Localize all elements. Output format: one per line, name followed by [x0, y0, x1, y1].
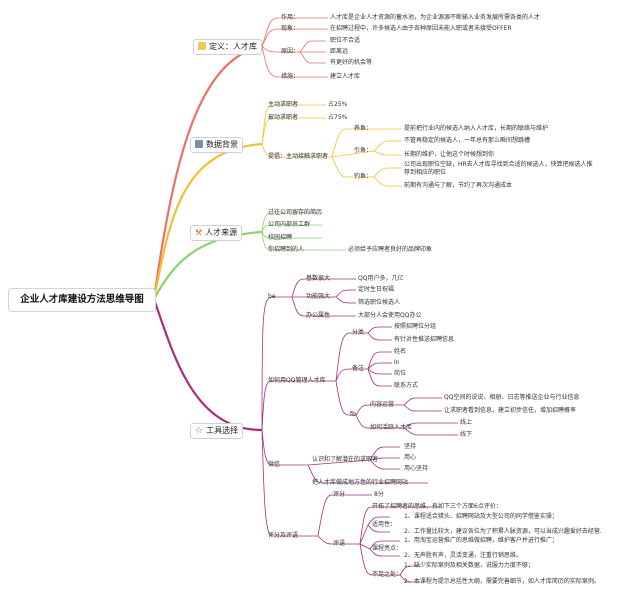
be-base-text: QQ用户多，几亿 — [358, 275, 404, 282]
wechat-know-item: 坚持 — [404, 443, 417, 450]
qq-remark-item: 岗位 — [394, 370, 407, 377]
fish-lure-label: 引鱼： — [354, 147, 373, 154]
source-sub-lines — [261, 212, 346, 251]
branch-tools: ☆工具选择 — [190, 423, 244, 439]
branch-tools-label: 工具选择 — [206, 426, 239, 435]
comment-intro: 开拓了招聘者的思维，有如下三个方面6点评价： — [372, 503, 502, 510]
branch-definition-label: 定义：人才库 — [209, 42, 257, 51]
definition-sub-lines — [261, 17, 328, 78]
note-icon — [198, 42, 206, 50]
shortcomings-label: 不足之处： — [372, 571, 403, 578]
highlights-label: 课程亮点： — [372, 545, 403, 552]
comment-label: 评语 — [333, 540, 346, 547]
be-function-2: 筛选职位候选人 — [358, 299, 401, 306]
branch-data-label: 数据背景 — [206, 140, 238, 149]
branch-line-tools — [152, 298, 263, 432]
qq-remark-label: 备注 — [352, 365, 365, 372]
branch-talent-source: ⚒人才来源 — [190, 225, 243, 241]
wechat-site-text: 把人才库做成地方性的行业招聘网站 — [312, 479, 409, 486]
qq-remark-item: In — [394, 359, 400, 366]
review-label: 评分及评语 — [268, 532, 299, 539]
fishing-1: 公司出现职位空缺，HR去人才库寻找到合适的候选人，快算把候选人推荐到相应的职位 — [404, 161, 593, 176]
active-seekers: 主动求职者 — [268, 101, 299, 108]
passive-seekers: 被动求职者 — [268, 114, 299, 121]
activate-offline: 线下 — [460, 431, 473, 438]
be-function-label: 功能强大 — [306, 293, 331, 300]
tool-be: be — [268, 293, 276, 300]
score-label: 评分 — [333, 491, 346, 498]
tools-sub-lines — [261, 278, 458, 583]
def-measure-text: 建立人才库 — [330, 73, 361, 80]
def-reason-label: 原因： — [281, 48, 300, 55]
source-item: 校园招聘 — [268, 234, 293, 241]
be-function-1: 定时生日祝福 — [358, 286, 395, 293]
branch-line-source — [153, 230, 263, 300]
data-sub-lines — [261, 104, 402, 187]
content-ops-1: QQ空间的说说、相册、日志等推送企业与行业信息 — [444, 394, 580, 401]
qq-category-2: 有针对性推送招聘信息 — [394, 336, 455, 343]
highlights-1: 1、用淘宝运营推广的思维做招聘，维护客户并进行推广； — [404, 537, 558, 544]
be-office-label: 办公属性 — [306, 312, 331, 319]
branch-source-label: 人才来源 — [205, 228, 238, 237]
source-item: 你招聘到的人 — [268, 246, 305, 253]
def-reason-3: 有更好的机会等 — [330, 59, 373, 66]
shortcomings-1: 1、缺少实际案例及相关数据，说服力力度不够； — [404, 562, 534, 569]
fish-raise-label: 养鱼： — [354, 125, 373, 132]
fishing-2: 前期有沟通与了解，节约了再次沟通成本 — [404, 182, 513, 189]
wechat-know-label: 认识和了解潜在的求职者 — [312, 456, 379, 463]
def-phenomenon-text: 在招聘过程中，许多候选人由于各种原因未能入职或者未接受OFFER — [330, 25, 512, 32]
qq-fb-label: fb — [350, 411, 356, 418]
be-office-text: 大部分人会使用QQ办公 — [358, 312, 422, 319]
source-item: 过往公司留存的简历 — [268, 209, 323, 216]
applicability-1: 1、课程适合猎头、招聘网站及大型公司的同学借鉴实操； — [404, 513, 558, 520]
activate-online: 线上 — [460, 419, 473, 426]
branch-definition: 定义：人才库 — [193, 39, 262, 55]
be-base-label: 基数很大 — [306, 275, 331, 282]
shortcomings-2: 2、本课程为提示总括性大纲，需要完善细节，如人才库简历的实际案例。 — [404, 578, 600, 585]
def-reason-2: 距离远 — [330, 48, 349, 55]
qq-remark-item: 姓名 — [394, 348, 407, 355]
star-icon: ☆ — [195, 426, 204, 436]
tools-icon: ⚒ — [195, 228, 203, 237]
branch-line-data — [152, 142, 263, 300]
passive-seekers-pct: 占75% — [328, 114, 348, 121]
qq-remark-item: 联系方式 — [394, 382, 419, 389]
qq-category-label: 分类 — [352, 329, 365, 336]
source-note: 必须给予应聘者良好的品牌印象 — [348, 246, 433, 253]
wechat-know-item: 用心 — [404, 454, 417, 461]
applicability-2: 2、工作量比较大，建议各位为了积累人脉资源，可以当成兴趣爱好去经营. — [404, 528, 602, 535]
def-role-label: 作用： — [281, 14, 300, 21]
active-seekers-pct: 占25% — [328, 101, 348, 108]
fish-raise-text: 提前把行业内的候选人纳入人才库，长期的联络与维护 — [404, 125, 549, 132]
fish-lure-1: 不管再稳定的候选人，一年总有那么瞬间想跳槽 — [404, 137, 531, 144]
score-value: 8分 — [374, 491, 384, 498]
def-reason-1: 职位不合适 — [330, 37, 361, 44]
branch-line-definition — [152, 44, 263, 300]
tool-wechat: 微信 — [268, 461, 281, 468]
source-item: 公司内部员工群 — [268, 221, 311, 228]
wechat-know-item: 用心坚持 — [404, 465, 429, 472]
fishing-label: 钓鱼： — [354, 173, 373, 180]
content-ops-label: 内容运营 — [370, 401, 395, 408]
qq-category-1: 按照招聘位分组 — [394, 323, 437, 330]
highlights-2: 2、无声胜有声，灵活变通，注重行销思维。 — [404, 552, 522, 559]
applicability-label: 适用性： — [372, 521, 397, 528]
database-icon — [195, 140, 203, 148]
def-phenomenon-label: 现象： — [281, 25, 300, 32]
def-measure-label: 措施： — [281, 73, 300, 80]
activate-label: 如何活跃人才库 — [370, 424, 413, 431]
advocate-label: 提倡：主动接触求职者 — [268, 153, 329, 160]
def-role-text: 人才库是企业人才资源的蓄水池，为企业源源不断输入业务发展所需各类的人才 — [330, 14, 541, 21]
fish-lure-2: 长期的维护，让他这个时候想到你 — [404, 151, 495, 158]
root-node: 企业人才库建设方法思维导图 — [8, 288, 156, 312]
content-ops-2: 让求职者看到信息，建立初步信任，增加招聘概率 — [444, 407, 577, 414]
branch-data-background: 数据背景 — [190, 137, 243, 153]
qq-manage-label: 如何用QQ管理人才库 — [268, 377, 326, 384]
